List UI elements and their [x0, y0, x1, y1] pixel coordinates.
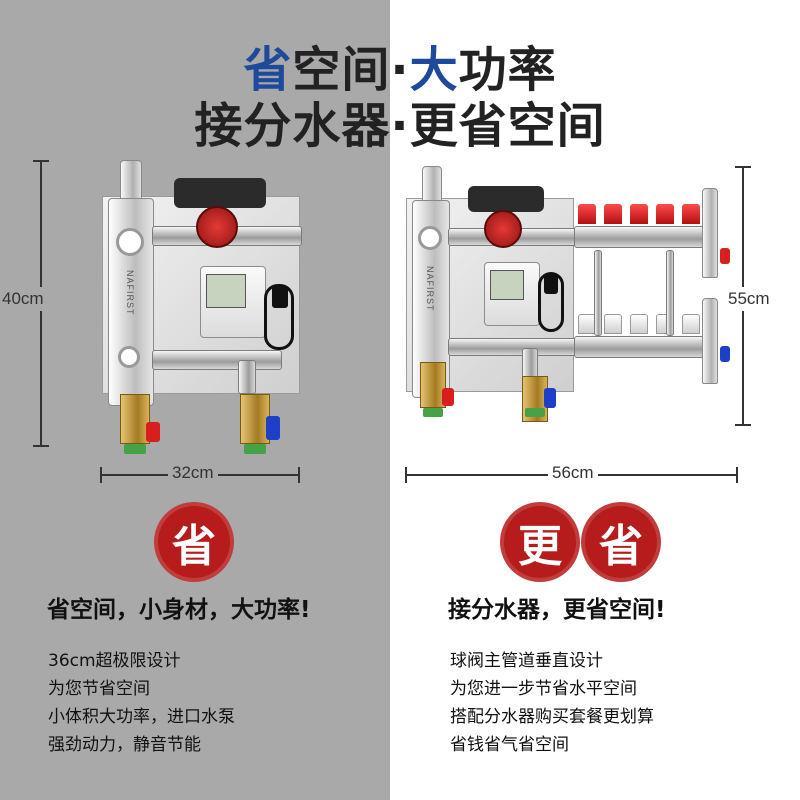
red-valve-handle — [146, 422, 160, 442]
right-feature-list: 球阀主管道垂直设计 为您进一步节省水平空间 搭配分水器购买套餐更划算 省钱省气省… — [450, 647, 654, 759]
power-cable — [264, 284, 294, 350]
thermometer-gauge-icon — [418, 226, 442, 250]
left-width-dimension-right-tick — [298, 467, 300, 483]
right-width-dimension-right-tick — [736, 467, 738, 483]
blue-valve-handle — [544, 388, 556, 408]
left-feature-list: 36cm超极限设计 为您节省空间 小体积大功率，进口水泵 强劲动力，静音节能 — [48, 647, 235, 759]
left-width-label: 32cm — [168, 463, 218, 483]
air-vent-valve — [422, 166, 442, 202]
right-feature-item: 省钱省气省空间 — [450, 735, 569, 755]
red-valve-cap — [630, 204, 648, 224]
circulation-pump-icon — [484, 210, 522, 248]
left-height-label: 40cm — [2, 287, 44, 311]
outlet-pipe — [238, 360, 256, 394]
white-valve-cap — [682, 314, 700, 334]
manifold-red-handle — [720, 248, 730, 264]
right-height-dimension-bottom-tick — [735, 424, 751, 426]
manifold-bracket — [666, 250, 674, 336]
pump-motor — [174, 178, 266, 208]
pressure-gauge-icon — [118, 346, 140, 368]
white-valve-cap — [604, 314, 622, 334]
right-feature-item: 为您进一步节省水平空间 — [450, 679, 637, 699]
left-brand-label: NAFIRST — [125, 270, 135, 316]
headline-word-save: 省 — [243, 42, 293, 98]
power-cable — [538, 272, 564, 332]
green-cap — [423, 408, 443, 417]
red-valve-cap — [604, 204, 622, 224]
red-valve-cap — [578, 204, 596, 224]
left-save-badge: 省 — [154, 502, 234, 582]
left-pump-station-image: NAFIRST — [96, 160, 306, 460]
headline-word-big: 大 — [409, 42, 459, 98]
left-ball-valve — [120, 394, 150, 444]
left-slogan: 省空间，小身材，大功率! — [47, 597, 311, 623]
right-panel-background — [390, 0, 800, 800]
left-panel-background — [0, 0, 390, 800]
green-cap-right — [244, 444, 266, 454]
right-width-label: 56cm — [548, 463, 598, 483]
power-plug — [544, 274, 558, 294]
manifold-end-vent — [702, 188, 718, 278]
red-valve-cap — [656, 204, 674, 224]
left-ball-valve — [420, 362, 446, 408]
bottom-pipe — [152, 350, 282, 370]
bottom-pipe — [448, 338, 578, 356]
manifold-end-vent-bottom — [702, 298, 718, 384]
right-feature-item: 搭配分水器购买套餐更划算 — [450, 707, 654, 727]
right-pump-station-with-manifold-image: NAFIRST — [404, 166, 744, 436]
blue-valve-handle — [266, 416, 280, 440]
right-save-badge: 省 — [581, 502, 661, 582]
circulation-pump-icon — [196, 206, 238, 248]
headline-word-power: 功率 — [458, 42, 557, 98]
headline-line-1: 省空间·大功率 — [0, 30, 800, 100]
controller-screen — [206, 274, 246, 308]
left-feature-item: 小体积大功率，进口水泵 — [48, 707, 235, 727]
left-feature-item: 为您节省空间 — [48, 679, 150, 699]
red-valve-cap — [682, 204, 700, 224]
right-feature-item: 球阀主管道垂直设计 — [450, 651, 603, 671]
left-feature-item: 36cm超极限设计 — [48, 651, 181, 671]
green-cap — [124, 444, 146, 454]
power-plug — [272, 286, 288, 308]
controller-screen — [490, 270, 524, 300]
air-vent-valve — [120, 160, 142, 200]
left-feature-item: 强劲动力，静音节能 — [48, 735, 201, 755]
left-height-dimension-bottom-tick — [33, 445, 49, 447]
headline-line-2: 接分水器·更省空间 — [194, 98, 606, 154]
right-slogan: 接分水器，更省空间! — [448, 597, 666, 623]
white-valve-cap — [630, 314, 648, 334]
manifold-blue-handle — [720, 346, 730, 362]
manifold-supply-bar — [574, 226, 714, 248]
right-height-label: 55cm — [728, 287, 770, 311]
right-more-badge: 更 — [500, 502, 580, 582]
red-valve-handle — [442, 388, 454, 406]
green-cap-right — [525, 408, 545, 417]
thermometer-gauge-icon — [116, 228, 144, 256]
manifold-bracket — [594, 250, 602, 336]
pump-motor — [468, 186, 544, 212]
manifold-return-bar — [574, 336, 714, 358]
right-brand-label: NAFIRST — [425, 266, 435, 312]
headline-word-space: 空间· — [292, 42, 410, 98]
